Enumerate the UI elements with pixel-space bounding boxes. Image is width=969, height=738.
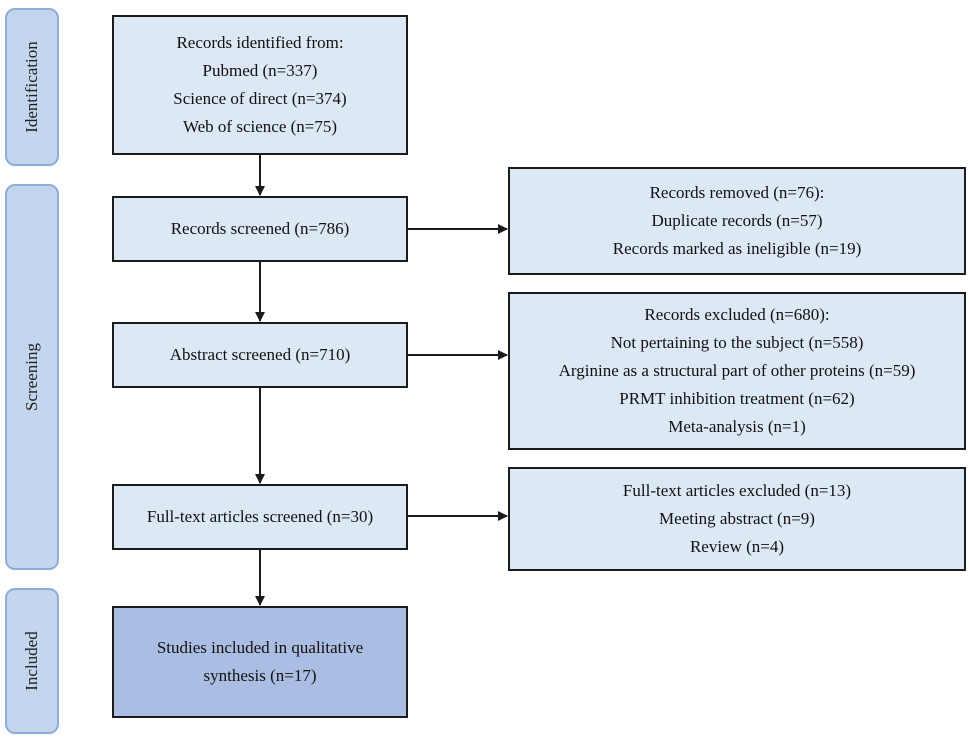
box-line: synthesis (n=17): [203, 666, 317, 685]
box-line: Science of direct (n=374): [173, 89, 347, 108]
box-line: Full-text articles screened (n=30): [146, 507, 374, 526]
box-line: Duplicate records (n=57): [651, 211, 823, 230]
box-line: PRMT inhibition treatment (n=62): [619, 389, 855, 408]
abstract-screened-box: Abstract screened (n=710): [112, 322, 408, 388]
box-line: Not pertaining to the subject (n=558): [610, 333, 864, 352]
stage-identification: Identification: [5, 8, 59, 166]
fulltext-screened-box: Full-text articles screened (n=30): [112, 484, 408, 550]
box-line: Pubmed (n=337): [202, 61, 318, 80]
records-excluded-box: Records excluded (n=680): Not pertaining…: [508, 292, 966, 450]
fulltext-excluded-box: Full-text articles excluded (n=13) Meeti…: [508, 467, 966, 571]
studies-included-box: Studies included in qualitative synthesi…: [112, 606, 408, 718]
stage-screening: Screening: [5, 184, 59, 570]
box-line: Studies included in qualitative: [156, 638, 364, 657]
box-line: Full-text articles excluded (n=13): [622, 481, 852, 500]
box-line: Arginine as a structural part of other p…: [558, 361, 916, 380]
records-screened-box: Records screened (n=786): [112, 196, 408, 262]
box-line: Meta-analysis (n=1): [668, 417, 806, 436]
box-line: Abstract screened (n=710): [169, 345, 351, 364]
box-line: Web of science (n=75): [182, 117, 338, 136]
box-line: Records removed (n=76):: [649, 183, 825, 202]
records-removed-box: Records removed (n=76): Duplicate record…: [508, 167, 966, 275]
box-line: Review (n=4): [689, 537, 785, 556]
records-identified-box: Records identified from: Pubmed (n=337) …: [112, 15, 408, 155]
box-line: Meeting abstract (n=9): [659, 509, 815, 528]
box-line: Records screened (n=786): [170, 219, 350, 238]
box-line: Records excluded (n=680):: [644, 305, 830, 324]
box-line: Records identified from:: [176, 33, 344, 52]
stage-included: Included: [5, 588, 59, 734]
box-line: Records marked as ineligible (n=19): [612, 239, 862, 258]
